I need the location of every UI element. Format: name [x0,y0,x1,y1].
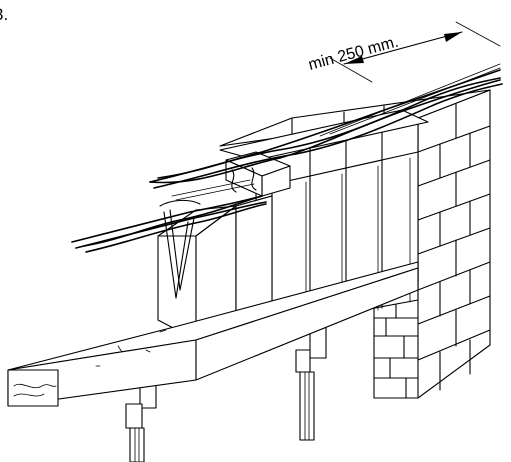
support-prop-front [125,381,157,462]
wall-tie-front [159,199,201,299]
figure-label: 3. [0,5,8,24]
reinforcement-rods [71,63,503,253]
wall-tie-top [231,167,257,193]
lintel-beam [7,261,419,407]
dimension-label: min 250 mm. [307,34,401,74]
dimension-indicator [329,21,501,83]
